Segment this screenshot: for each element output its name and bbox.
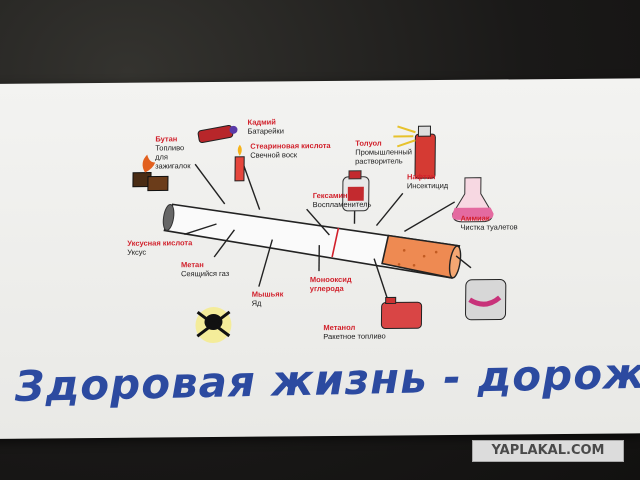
label-toluene: Толуол Промышленный растворитель — [355, 138, 412, 166]
flask-icon — [452, 177, 494, 223]
label-ammonia: Аммиак Чистка туалетов — [460, 213, 518, 232]
solvent-can-icon — [342, 170, 370, 212]
candle-icon — [234, 144, 245, 182]
lighter-fuel-icon — [132, 154, 169, 192]
label-acetic-acid: Уксусная кислота Уксус — [127, 238, 193, 257]
fuel-can-icon — [380, 296, 423, 330]
label-hexamine: Гексамин Воспламенитель — [312, 190, 372, 210]
label-methanol: Метанол Ракетное топливо — [323, 322, 386, 342]
poster-illustration — [132, 124, 507, 344]
label-butane: Бутан Топливо для зажигалок — [155, 134, 191, 171]
label-arsenic: Мышьяк Яд — [251, 289, 284, 308]
skull-icon — [195, 307, 232, 344]
label-naphthalene: Нафтан Инсектицид — [406, 172, 449, 191]
battery-icon — [197, 124, 238, 144]
spray-can-icon — [393, 125, 436, 179]
label-stearic-acid: Стеариновая кислота Свечной воск — [250, 140, 331, 160]
label-cadmium: Кадмий Батарейки — [247, 117, 284, 136]
poster-card: Бутан Топливо для зажигалок Кадмий Батар… — [0, 78, 640, 440]
cigarette — [162, 203, 462, 279]
paint-can-icon — [465, 279, 507, 321]
label-methane: Метан Сеящийся газ — [180, 260, 230, 279]
site-watermark: YAPLAKAL.COM — [472, 440, 624, 462]
label-carbon-monoxide: Монооксид углерода — [309, 274, 352, 294]
